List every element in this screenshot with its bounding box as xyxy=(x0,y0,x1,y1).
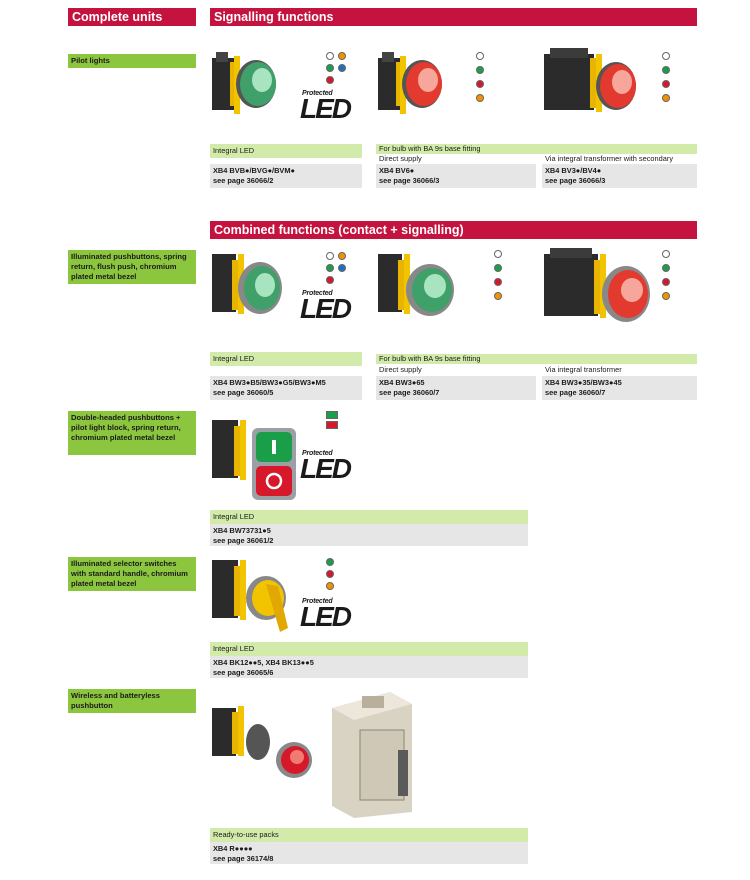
red-dot xyxy=(494,278,502,286)
side-label-selector-switches: Illuminated selector switches with stand… xyxy=(68,557,196,591)
color-dots-pilot-2 xyxy=(476,52,488,102)
red-dot xyxy=(662,278,670,286)
green-red-indicator xyxy=(326,411,338,431)
blue-dot xyxy=(338,264,346,272)
white-dot xyxy=(662,250,670,258)
double-integral-led-label: Integral LED xyxy=(210,510,528,524)
selector-integral-led-label: Integral LED xyxy=(210,642,528,656)
push-bulb-label: For bulb with BA 9s base fitting xyxy=(376,354,697,364)
double-ref: XB4 BW73731●5 see page 36061/2 xyxy=(210,524,528,546)
color-dots-push-1 xyxy=(326,252,350,302)
pilot-integral-ref: XB4 BVB●/BVG●/BVM● see page 36066/2 xyxy=(210,164,362,188)
color-dots-push-2 xyxy=(494,250,506,300)
red-dot xyxy=(476,80,484,88)
color-dots-pilot-1 xyxy=(326,52,350,102)
push-integral-led-label: Integral LED xyxy=(210,352,362,366)
green-dot xyxy=(662,66,670,74)
red-dot xyxy=(662,80,670,88)
double-headed-pushbutton-image xyxy=(212,420,296,500)
wireless-receiver-image xyxy=(332,692,412,818)
green-dot xyxy=(326,64,334,72)
orange-dot xyxy=(476,94,484,102)
protected-led-logo: Protected LED xyxy=(300,598,352,632)
red-dot xyxy=(326,76,334,84)
selector-switch-image xyxy=(212,560,288,632)
pilot-light-transformer-image xyxy=(544,48,636,112)
pilot-light-red-image xyxy=(378,52,442,114)
green-dot xyxy=(326,264,334,272)
white-dot xyxy=(326,52,334,60)
color-dots-selector xyxy=(326,558,338,598)
side-label-illuminated-pushbuttons: Illuminated pushbuttons, spring return, … xyxy=(68,250,196,284)
push-transformer-label: Via integral transformer xyxy=(545,365,622,374)
red-dot xyxy=(326,276,334,284)
side-label-pilot-lights: Pilot lights xyxy=(68,54,196,68)
blue-dot xyxy=(338,64,346,72)
orange-dot xyxy=(494,292,502,300)
red-dot xyxy=(326,570,334,578)
white-dot xyxy=(476,52,484,60)
pilot-light-green-image xyxy=(212,52,276,114)
pilot-bulb-label: For bulb with BA 9s base fitting xyxy=(376,144,697,154)
push-direct-ref: XB4 BW3●65 see page 36060/7 xyxy=(376,376,536,400)
push-direct-supply-label: Direct supply xyxy=(379,365,422,374)
color-dots-push-3 xyxy=(662,250,674,300)
red-square-icon xyxy=(326,421,338,429)
protected-led-logo: Protected LED xyxy=(300,290,352,324)
pushbutton-red-transformer-image xyxy=(544,248,650,322)
green-square-icon xyxy=(326,411,338,419)
pilot-transformer-ref: XB4 BV3●/BV4● see page 36066/3 xyxy=(542,164,697,188)
pushbutton-green-image xyxy=(212,254,282,314)
color-dots-pilot-3 xyxy=(662,52,674,102)
orange-dot xyxy=(662,94,670,102)
header-complete-units: Complete units xyxy=(68,8,196,26)
pilot-direct-ref: XB4 BV6● see page 36066/3 xyxy=(376,164,536,188)
pilot-transformer-label: Via integral transformer with secondary xyxy=(545,154,674,163)
orange-dot xyxy=(662,292,670,300)
header-combined-functions: Combined functions (contact + signalling… xyxy=(210,221,697,239)
green-dot xyxy=(326,558,334,566)
header-signalling-functions: Signalling functions xyxy=(210,8,697,26)
push-integral-ref: XB4 BW3●B5/BW3●G5/BW3●M5 see page 36060/… xyxy=(210,376,362,400)
side-label-double-headed: Double-headed pushbuttons + pilot light … xyxy=(68,411,196,455)
protected-led-logo: Protected LED xyxy=(300,450,352,484)
green-dot xyxy=(662,264,670,272)
orange-dot xyxy=(338,52,346,60)
orange-dot xyxy=(326,582,334,590)
pilot-direct-supply-label: Direct supply xyxy=(379,154,422,163)
wireless-ref: XB4 R●●●● see page 36174/8 xyxy=(210,842,528,864)
white-dot xyxy=(662,52,670,60)
side-label-wireless: Wireless and batteryless pushbutton xyxy=(68,689,196,713)
wireless-pushbutton-image xyxy=(212,706,312,778)
wireless-packs-label: Ready-to-use packs xyxy=(210,828,528,842)
protected-led-logo: Protected LED xyxy=(300,90,352,124)
push-transformer-ref: XB4 BW3●35/BW3●45 see page 36060/7 xyxy=(542,376,697,400)
white-dot xyxy=(326,252,334,260)
selector-ref: XB4 BK12●●5, XB4 BK13●●5 see page 36065/… xyxy=(210,656,528,678)
orange-dot xyxy=(338,252,346,260)
pushbutton-green-bulb-image xyxy=(378,254,454,316)
white-dot xyxy=(494,250,502,258)
green-dot xyxy=(476,66,484,74)
green-dot xyxy=(494,264,502,272)
pilot-integral-led-label: Integral LED xyxy=(210,144,362,158)
